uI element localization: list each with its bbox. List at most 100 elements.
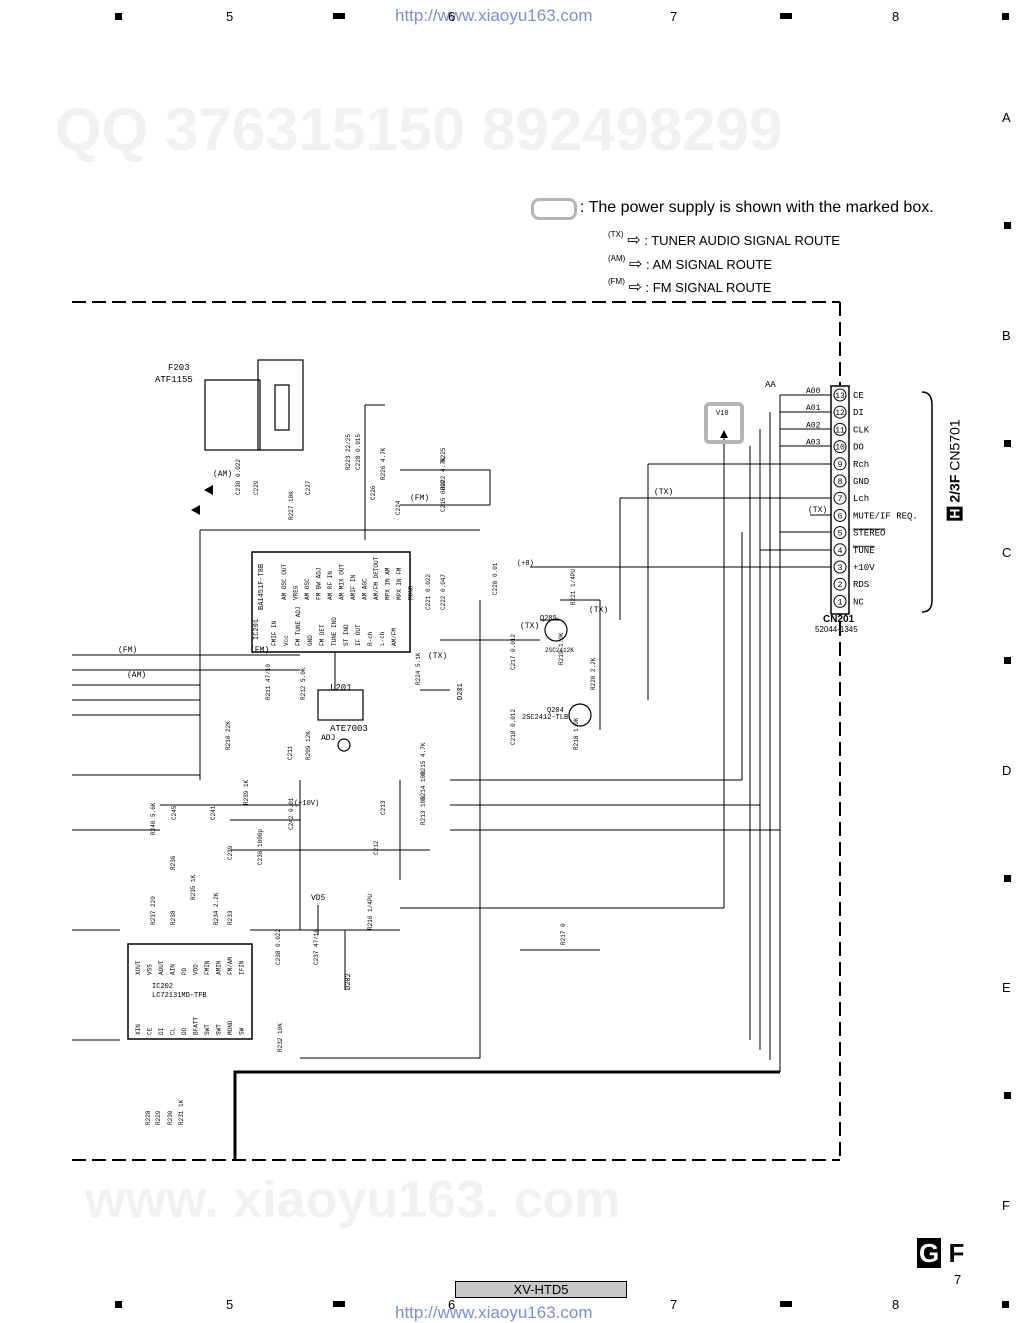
label-ic202-part: LC72131MD-TFB [152, 992, 207, 1000]
label-ic202: IC202 [152, 983, 173, 991]
component-ref: R236 [170, 855, 177, 870]
ic201-pin-label: AM/FM [391, 628, 398, 646]
watermark-qq: QQ 376315150 892498299 [55, 96, 783, 163]
ic201-pin-label: R-ch [367, 631, 374, 646]
power-marker-box [531, 198, 577, 220]
wires [72, 394, 831, 1160]
connector-pin-number: 11 [835, 426, 845, 435]
top-url[interactable]: http://www.xiaoyu163.com [395, 6, 593, 25]
connector-pin [833, 543, 847, 557]
grid-marker [780, 13, 792, 19]
ic201-pin-label: AM/FM DETOUT [373, 556, 380, 600]
ic202-pin-label: CE [147, 1027, 154, 1035]
connector-pin-name: Lch [853, 494, 869, 504]
section-g: G [917, 1238, 942, 1268]
component-ref: C242 0.01 [288, 797, 295, 830]
ic201-pin-label: FM BW ADJ [316, 568, 323, 600]
component-ref: C211 [287, 745, 294, 760]
connector-pin-name: STEREO [853, 529, 885, 539]
ic202-pin-label: AOUT [158, 960, 165, 975]
ic201-pin-label: MPX IN FM [396, 567, 403, 600]
grid-marker [780, 1301, 792, 1307]
grid-marker [1002, 13, 1009, 20]
connector-pin [833, 508, 847, 522]
bottom-url[interactable]: http://www.xiaoyu163.com [395, 1303, 593, 1322]
board-number: 2/3F [946, 474, 963, 503]
label-plus8: (+8) [517, 560, 534, 568]
ic202-pin-label: DO [181, 1027, 188, 1035]
connector-pin [833, 560, 847, 574]
route-label: : TUNER AUDIO SIGNAL ROUTE [644, 233, 840, 248]
grid-marker [1004, 440, 1011, 447]
ic201-pin-label: MONO [408, 585, 415, 600]
ic202-pin-label: CL [170, 1027, 177, 1035]
route-tag-tx: (TX) [808, 506, 827, 515]
component-ref: R210 22K [225, 721, 232, 750]
ic201-pin-label: L-ch [379, 631, 386, 646]
component-ref: C241 [210, 805, 217, 820]
route-label: : FM SIGNAL ROUTE [645, 280, 772, 295]
connector-pin-name: CLK [853, 425, 870, 435]
component-ref: R233 [227, 910, 234, 925]
route-arrow-icon: ⇨ [628, 256, 643, 273]
connector-net-label: A03 [806, 439, 821, 448]
ic201-pin-label: IF OUT [355, 624, 362, 646]
label-aa: AA [765, 380, 776, 390]
ic201-pin-label: VREG [293, 585, 300, 600]
connector-part: 52044-1345 [815, 625, 858, 634]
component-ref: C215 680P [440, 479, 447, 512]
ic202-pin-label: FM/AM [227, 957, 234, 975]
component-ref: R239 1K [243, 779, 250, 805]
component-ref: C230 0.022 [235, 459, 242, 495]
ic202-pin-label: AIN [170, 964, 177, 975]
connector-pin-number: 7 [838, 495, 843, 504]
component-ref: C227 [305, 480, 312, 495]
component-ref: R224 5.1K [415, 652, 422, 685]
board-letter: H [946, 506, 963, 521]
route-tag-tx: (TX) [589, 606, 608, 615]
grid-marker [1004, 222, 1011, 229]
connector-pin-number: 12 [835, 409, 845, 418]
component-ref: C226 [370, 485, 377, 500]
component-ref: C222 0.047 [440, 574, 447, 610]
board-mate-label: H 2/3F CN5701 [946, 419, 963, 521]
label-q205: Q205 [540, 615, 557, 623]
connector-pin-number: 4 [838, 547, 843, 556]
component-ref: C220 0.01 [492, 562, 499, 595]
grid-marker [1004, 875, 1011, 882]
connector-pin-name: CE [853, 391, 864, 401]
ic202-pin-label: DI [158, 1028, 165, 1035]
grid-marker [1004, 1092, 1011, 1099]
row-C: C [1002, 545, 1012, 560]
ic201-pin-label: FMIF IN [271, 620, 278, 646]
component-ref: R215 4.7K [420, 742, 427, 775]
route-arrow-icon: ⇨ [627, 232, 641, 249]
label-f203: F203 [168, 363, 190, 373]
component-ref: R212 5.0K [300, 667, 307, 700]
connector-pin [833, 405, 847, 419]
section-f: F [941, 1238, 965, 1268]
grid-col-5-bottom: 5 [226, 1297, 234, 1312]
grid-col-8: 8 [892, 9, 900, 24]
label-d201: D201 [457, 683, 465, 700]
component-ref: R235 1K [190, 874, 197, 900]
connector-pin-number: 13 [835, 392, 845, 401]
ic202-pin-label: MONO [227, 1020, 234, 1035]
route-legend-fm: (FM) ⇨ : FM SIGNAL ROUTE [608, 277, 771, 297]
route-legend-tx: (TX) ⇨ : TUNER AUDIO SIGNAL ROUTE [608, 230, 840, 250]
component-ref: R229 [155, 1110, 162, 1125]
connector-pin-number: 1 [838, 598, 843, 607]
component-ref: R238 [170, 910, 177, 925]
row-F: F [1002, 1198, 1010, 1213]
connector-pin-name: DI [853, 408, 864, 418]
component-ref: C212 [373, 840, 380, 855]
component-ref: R214 100 [420, 771, 427, 800]
antenna-arrow-icon [191, 505, 200, 515]
component-ref: R226 4.7K [380, 447, 387, 480]
connector-pin [833, 457, 847, 471]
ic201-pin-label: Vcc [283, 635, 290, 646]
connector-net-label: A02 [806, 421, 821, 430]
grid-marker [333, 1301, 345, 1307]
